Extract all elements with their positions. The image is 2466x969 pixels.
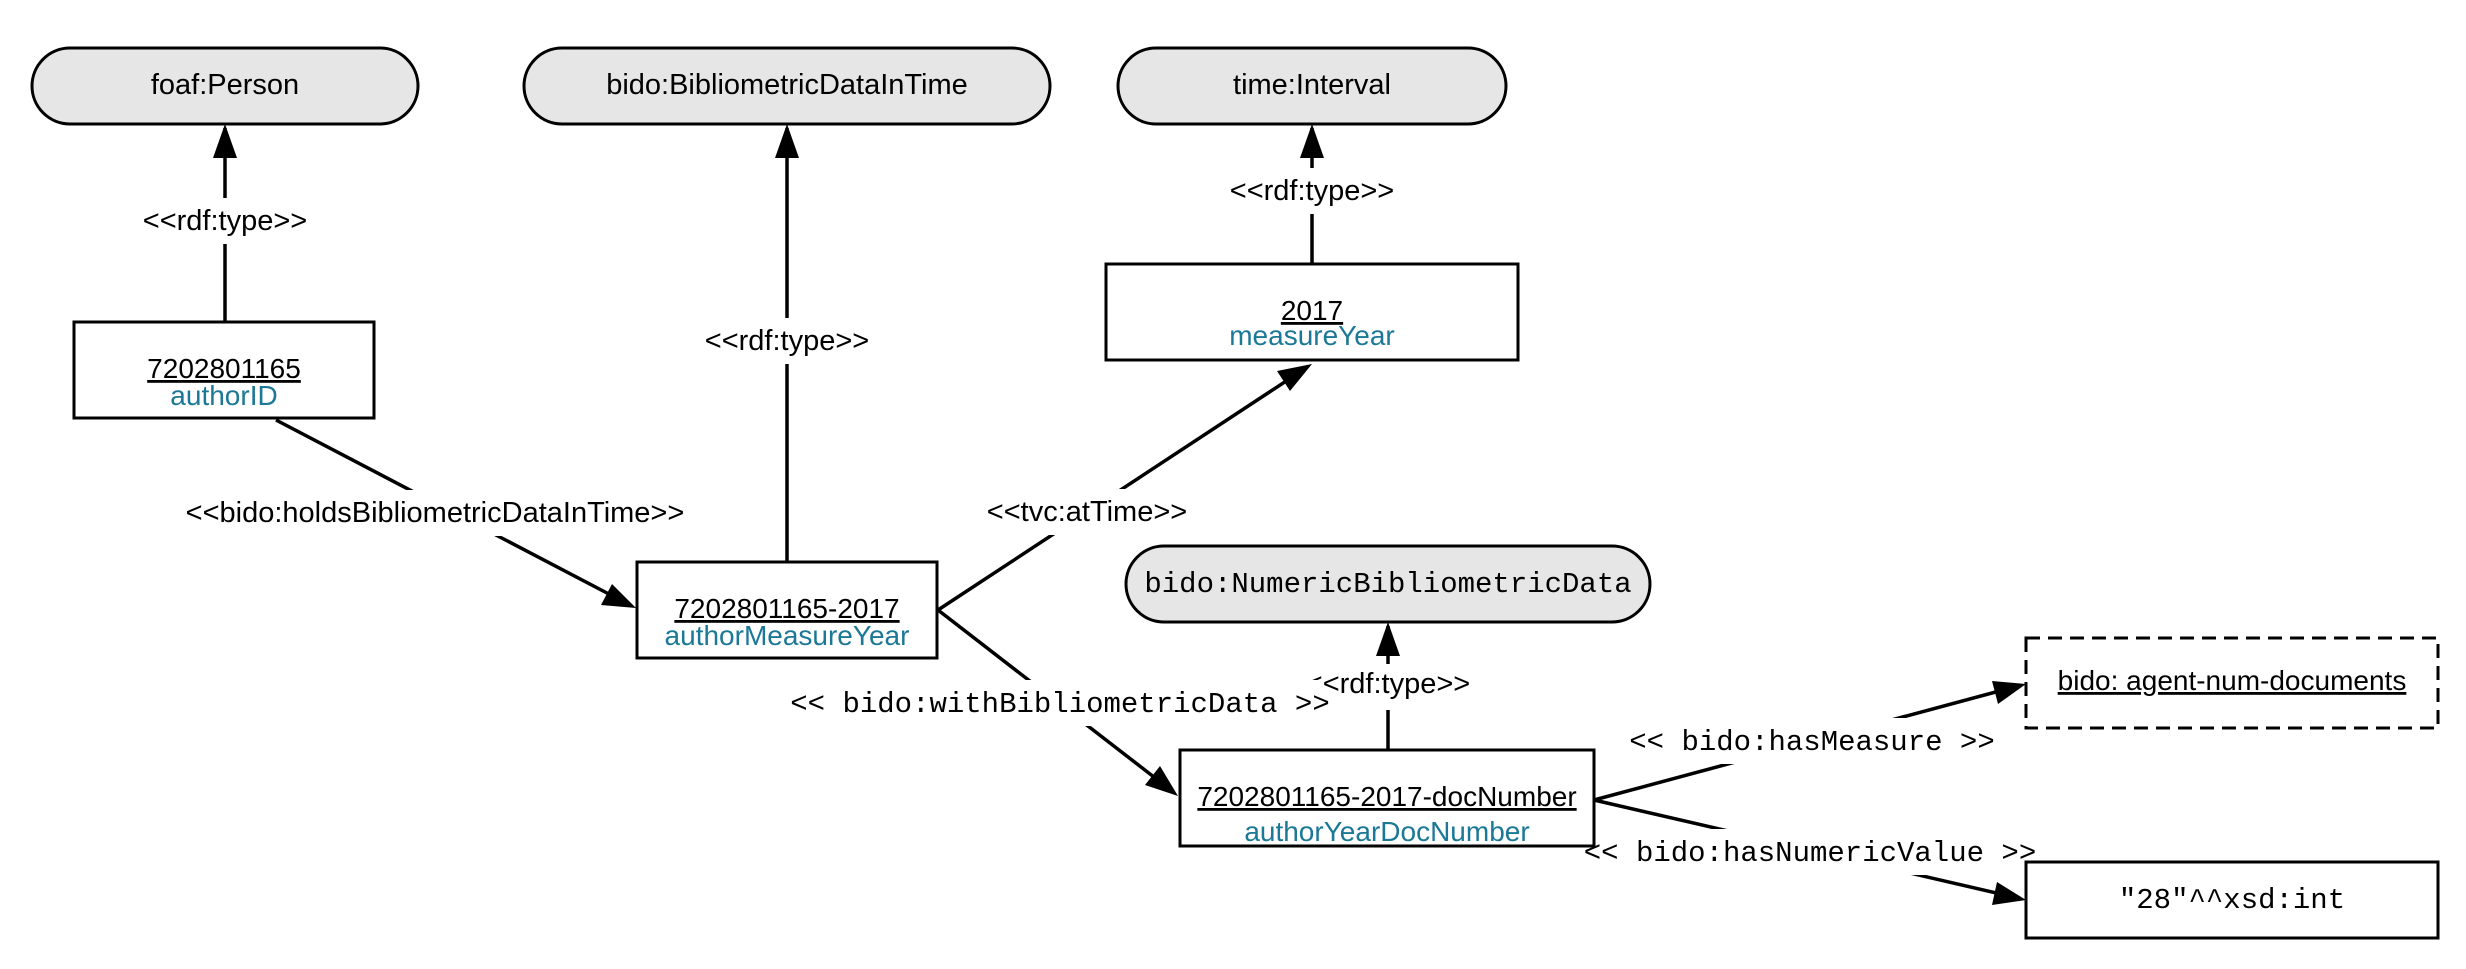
arrowhead <box>213 124 237 158</box>
arrowhead <box>1145 766 1178 796</box>
svg-text:2017: 2017 <box>1281 295 1343 326</box>
arrowhead <box>1992 882 2026 905</box>
class-node-bibliometric-in-time: bido:BibliometricDataInTime <box>522 46 1052 126</box>
instance-node-author-year-doc-number: 7202801165-2017-docNumber authorYearDocN… <box>1178 748 1596 848</box>
edge-label-person-type: <<rdf:type>> <box>143 205 307 237</box>
literal-node: "28"^^xsd:int <box>2024 860 2440 940</box>
class-node-interval: time:Interval <box>1116 46 1508 126</box>
svg-text:authorID: authorID <box>170 380 277 411</box>
svg-text:7202801165-2017-docNumber: 7202801165-2017-docNumber <box>1197 781 1576 812</box>
svg-text:bido:NumericBibliometricData: bido:NumericBibliometricData <box>1144 568 1631 601</box>
edge-label-holds: <<bido:holdsBibliometricDataInTime>> <box>186 497 685 529</box>
arrowhead <box>1300 124 1324 158</box>
class-node-person: foaf:Person <box>30 46 420 126</box>
svg-text:authorMeasureYear: authorMeasureYear <box>665 620 910 651</box>
class-node-numeric-bibliometric: bido:NumericBibliometricData <box>1124 544 1652 624</box>
arrowhead <box>1376 622 1400 656</box>
edge-label-numeric-type: <<rdf:type>> <box>1306 668 1470 700</box>
arrowhead <box>601 584 636 608</box>
svg-text:bido: agent-num-documents: bido: agent-num-documents <box>2058 665 2407 696</box>
arrowhead <box>1992 681 2026 704</box>
svg-text:bido:BibliometricDataInTime: bido:BibliometricDataInTime <box>606 69 968 101</box>
edge-label-bibliometric-type: <<rdf:type>> <box>705 325 869 357</box>
arrowhead <box>1277 364 1312 391</box>
edge-label-interval-type: <<rdf:type>> <box>1230 175 1394 207</box>
instance-node-author: 7202801165 authorID <box>72 320 376 420</box>
arrowhead <box>775 124 799 158</box>
edge-label-has-numeric-value: << bido:hasNumericValue >> <box>1584 837 2036 870</box>
svg-text:foaf:Person: foaf:Person <box>151 69 299 101</box>
edge-label-with-data: << bido:withBibliometricData >> <box>790 688 1330 721</box>
edge-label-has-measure: << bido:hasMeasure >> <box>1629 726 1994 759</box>
instance-node-author-measure-year: 7202801165-2017 authorMeasureYear <box>635 560 939 660</box>
measure-node: bido: agent-num-documents <box>2024 636 2440 730</box>
svg-text:7202801165: 7202801165 <box>147 353 301 384</box>
svg-text:measureYear: measureYear <box>1229 320 1395 351</box>
edge-label-at-time: <<tvc:atTime>> <box>987 496 1187 528</box>
instance-node-measure-year: 2017 measureYear <box>1104 262 1520 362</box>
svg-text:authorYearDocNumber: authorYearDocNumber <box>1244 816 1529 847</box>
svg-text:time:Interval: time:Interval <box>1233 69 1391 101</box>
svg-text:"28"^^xsd:int: "28"^^xsd:int <box>2119 884 2345 917</box>
svg-text:7202801165-2017: 7202801165-2017 <box>674 593 899 624</box>
